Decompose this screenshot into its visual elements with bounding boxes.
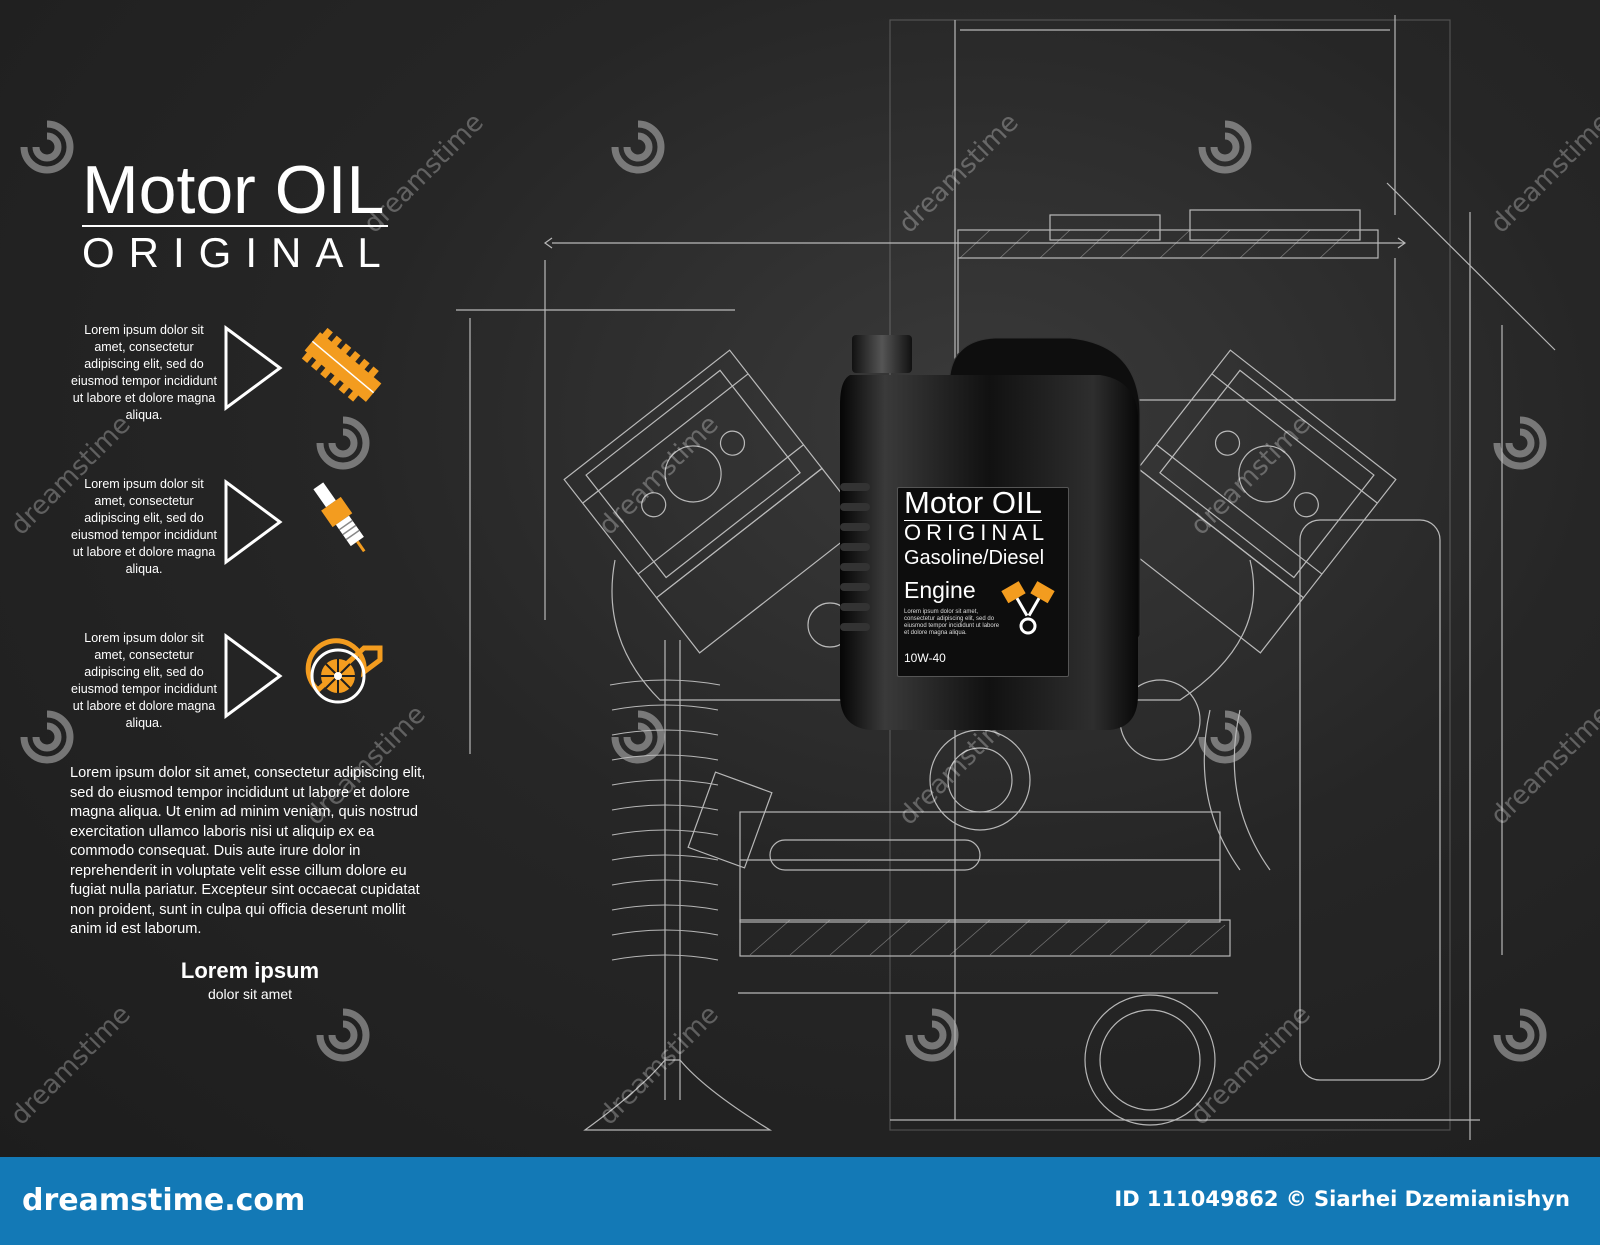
triangle-arrow-icon: [224, 633, 283, 719]
bottle-label: Motor OIL ORIGINAL Gasoline/Diesel Engin…: [897, 485, 1069, 677]
feature-spark-plug: Lorem ipsum dolor sit amet, consectetur …: [70, 476, 400, 576]
watermark-logo-icon: [308, 408, 378, 478]
watermark-logo-icon: [1485, 1000, 1555, 1070]
watermark-logo-icon: [1190, 702, 1260, 772]
feature-gear: Lorem ipsum dolor sit amet, consectetur …: [70, 322, 400, 422]
watermark-logo-icon: [12, 112, 82, 182]
watermark-logo-icon: [12, 702, 82, 772]
label-grade: 10W-40: [904, 651, 946, 665]
stock-site-brand: dreamstime.com: [22, 1183, 306, 1218]
poster-title: Motor OIL ORIGINAL: [82, 155, 412, 277]
feature-text: Lorem ipsum dolor sit amet, consectetur …: [71, 323, 217, 422]
watermark-logo-icon: [603, 112, 673, 182]
body-paragraph: Lorem ipsum dolor sit amet, consectetur …: [70, 765, 426, 937]
title-main: Motor OIL: [82, 155, 389, 227]
poster-canvas: dreamstime dreamstime dreamstime dreamst…: [0, 0, 1600, 1157]
stock-footer-bar: dreamstime.com ID 111049862 © Siarhei Dz…: [0, 1157, 1600, 1245]
watermark-logo-icon: [897, 1000, 967, 1070]
label-small-text: Lorem ipsum dolor sit amet, consectetur …: [904, 609, 1000, 636]
label-brand: Motor OIL: [904, 485, 1042, 521]
label-original: ORIGINAL: [904, 520, 1050, 545]
pistons-icon: [1001, 581, 1055, 635]
label-fuel-type: Gasoline/Diesel: [904, 547, 1045, 569]
title-sub: ORIGINAL: [82, 229, 395, 276]
engine-blueprint-drawing: [456, 15, 1556, 1140]
watermark-logo-icon: [308, 1000, 378, 1070]
footer-title: Lorem ipsum: [180, 958, 320, 983]
gear-icon: [301, 327, 382, 402]
feature-turbo: Lorem ipsum dolor sit amet, consectetur …: [70, 630, 400, 730]
watermark-logo-icon: [1485, 408, 1555, 478]
spark-plug-icon: [313, 482, 366, 553]
triangle-arrow-icon: [224, 479, 283, 565]
image-credit: ID 111049862 © Siarhei Dzemianishyn: [1114, 1187, 1570, 1211]
feature-text: Lorem ipsum dolor sit amet, consectetur …: [71, 477, 217, 576]
feature-text: Lorem ipsum dolor sit amet, consectetur …: [71, 631, 217, 730]
watermark-logo-icon: [1190, 112, 1260, 182]
label-engine: Engine: [904, 577, 976, 603]
watermark-logo-icon: [603, 702, 673, 772]
triangle-arrow-icon: [224, 325, 283, 411]
footer-subtitle: dolor sit amet: [207, 986, 293, 1002]
turbo-icon: [305, 638, 383, 704]
